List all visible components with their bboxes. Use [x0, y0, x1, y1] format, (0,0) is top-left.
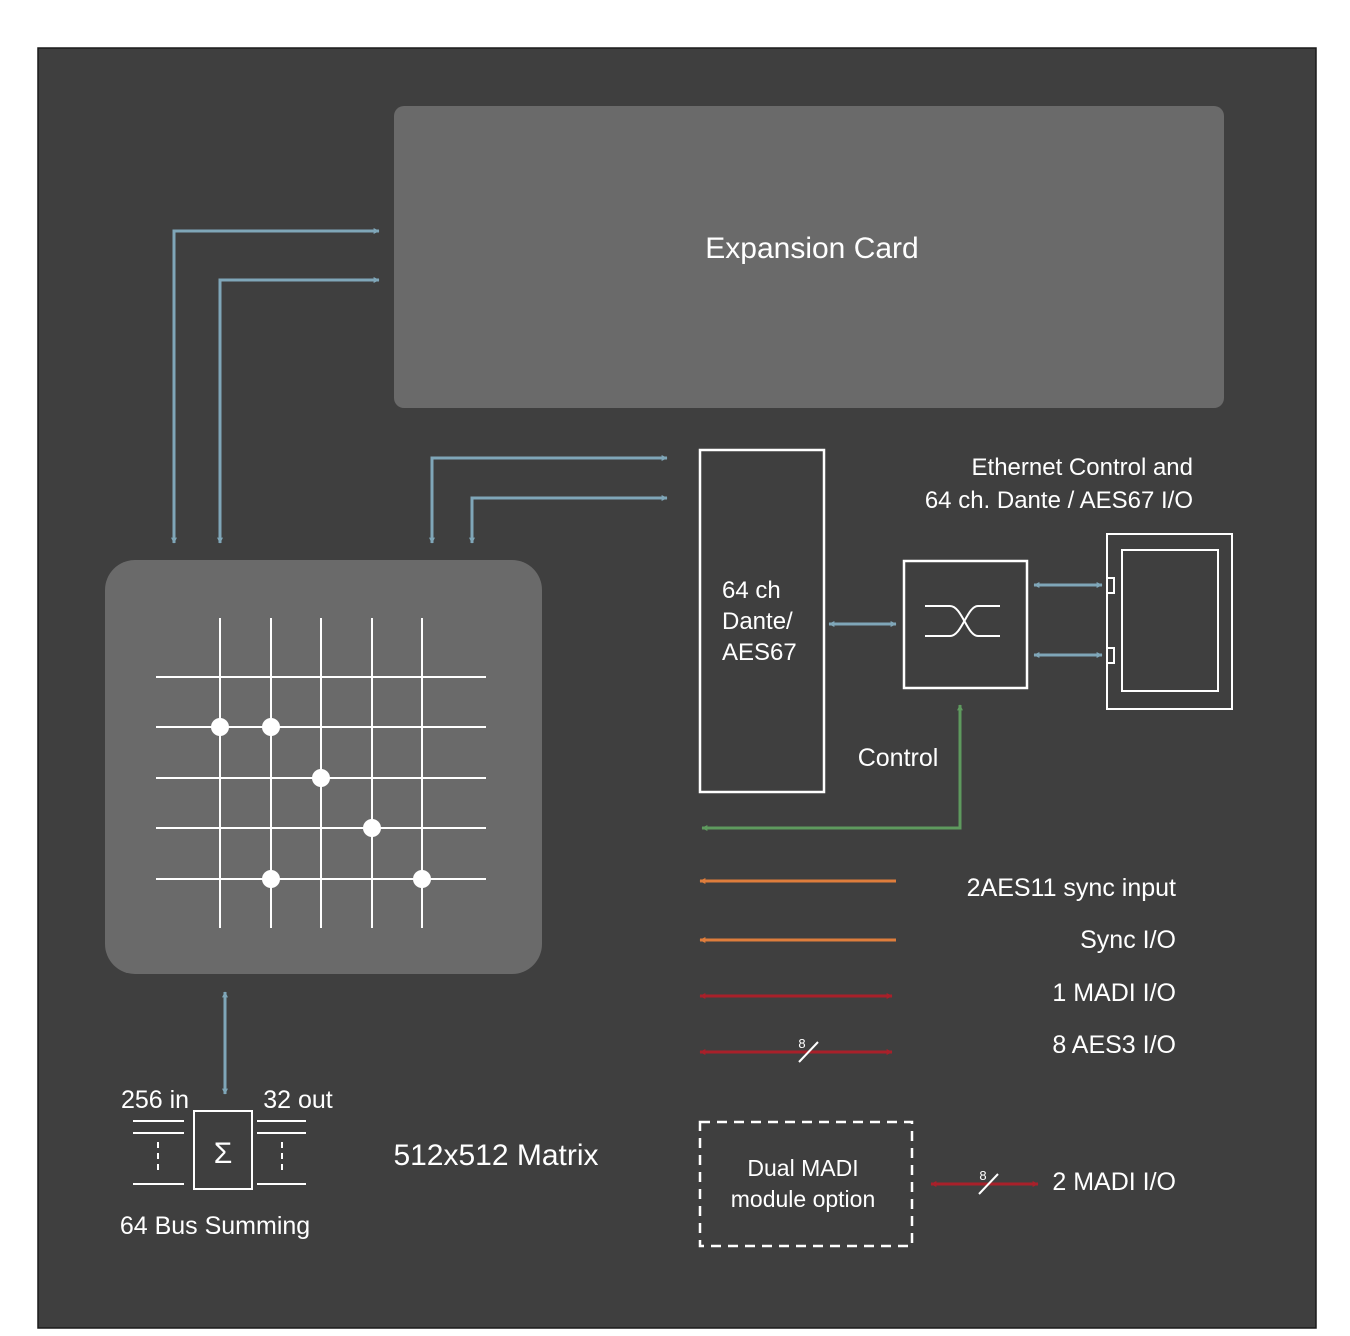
dual-madi-label-line1: Dual MADI: [747, 1155, 858, 1181]
ethernet-port-icon: [1106, 533, 1233, 710]
dual-madi-block: [698, 1120, 914, 1248]
bus-summing-label: 64 Bus Summing: [120, 1212, 310, 1240]
matrix-dante-links: [429, 455, 668, 544]
expansion-card-label: Expansion Card: [705, 232, 918, 265]
dante-label-line2: Dante/: [722, 608, 793, 635]
dante-label-line1: 64 ch: [722, 577, 781, 604]
dual-madi-count-label: 8: [979, 1168, 986, 1183]
crosspoint-dots: [211, 718, 431, 888]
aes3-io-label: 8 AES3 I/O: [1052, 1031, 1176, 1059]
ethernet-label-line1: Ethernet Control and: [972, 454, 1193, 481]
control-label: Control: [858, 744, 939, 772]
bus-in-label: 256 in: [121, 1086, 189, 1114]
control-link: [701, 704, 963, 831]
bus-summing-icon: [133, 1110, 306, 1190]
sigma-symbol: Σ: [214, 1137, 233, 1170]
network-switch-block: [902, 559, 1029, 690]
matrix-label: 512x512 Matrix: [393, 1139, 598, 1172]
aes3-bus-slash: [798, 1041, 819, 1063]
ethernet-label-line2: 64 ch. Dante / AES67 I/O: [925, 487, 1193, 514]
expansion-card-block: [394, 106, 1224, 408]
madi-io-label: 1 MADI I/O: [1052, 979, 1176, 1007]
sync-input-label: 2AES11 sync input: [967, 874, 1176, 902]
switch-crossover-icon: [925, 605, 1000, 637]
dual-madi-label-line2: module option: [731, 1186, 876, 1212]
dante-label-line3: AES67: [722, 639, 797, 666]
dual-madi-bus-slash: [978, 1173, 999, 1195]
dual-madi-io-label: 2 MADI I/O: [1052, 1168, 1176, 1196]
matrix-expansion-links: [171, 228, 380, 544]
matrix-block: [105, 560, 542, 974]
sync-io-label: Sync I/O: [1080, 926, 1176, 954]
switch-port-links: [1033, 582, 1103, 658]
aes3-count-label: 8: [798, 1036, 805, 1051]
bus-out-label: 32 out: [263, 1086, 333, 1114]
